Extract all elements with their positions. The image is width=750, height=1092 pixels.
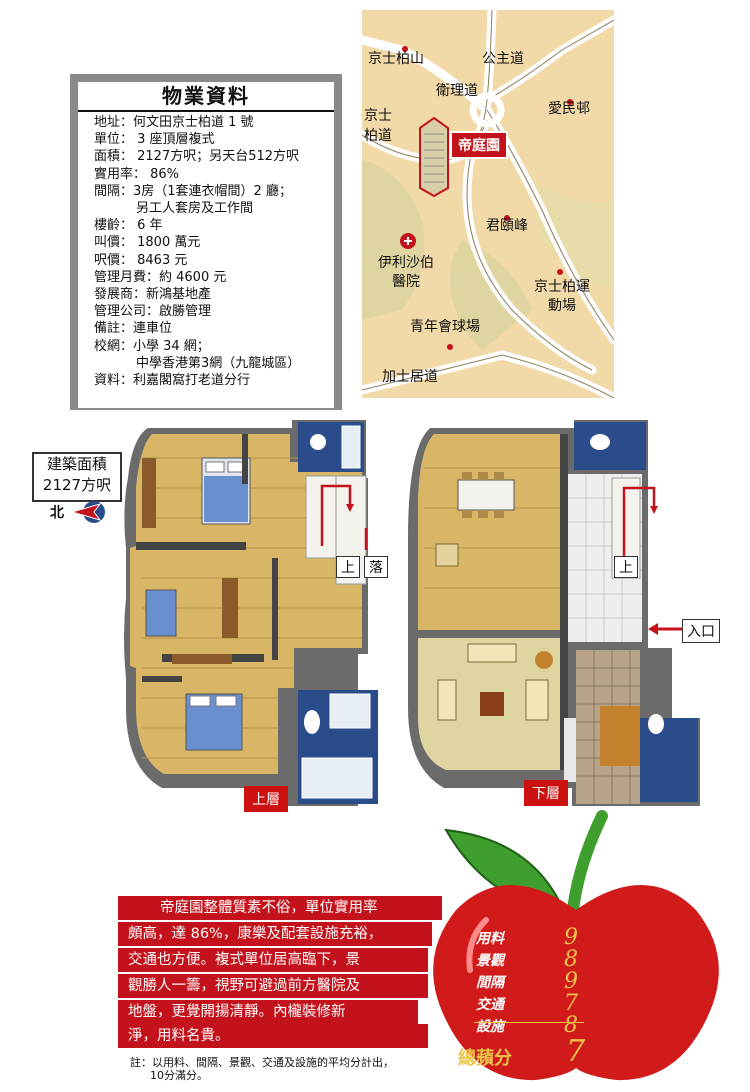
score-divider: [474, 1022, 584, 1023]
review-line: 頗高，達 86%，康樂及配套設施充裕，: [118, 922, 432, 946]
info-school-net-cont: 中學香港第3網（九龍城區）: [136, 355, 301, 371]
apple-score-icon: [433, 810, 719, 1081]
score-list: 用料 9 景觀 8 間隔 9 交通 7 設施 8: [476, 925, 606, 1040]
score-value: 9: [564, 925, 578, 950]
score-note-line1: 註：以用料、間隔、景觀、交通及設施的平均分計出，: [130, 1056, 394, 1069]
info-title: 物業資料: [78, 82, 334, 112]
info-unit: 單位： 3 座頂層複式: [94, 132, 215, 148]
map-graphic: [357, 5, 619, 403]
score-note-line2: 10分滿分。: [150, 1069, 208, 1082]
score-row: 用料 9: [476, 925, 596, 952]
info-price: 叫價： 1800 萬元: [94, 235, 201, 251]
gross-area-line2: 2127方呎: [42, 476, 112, 494]
score-value: 7: [564, 991, 578, 1016]
upper-stairs-down-label: 落: [364, 556, 388, 578]
entrance-arrow-icon: [648, 623, 682, 635]
location-map: 京士柏山 公主道 衛理道 京士柏道 帝庭園 愛民邨 君頤峰 伊利沙伯醫院 京士柏…: [357, 5, 619, 403]
map-label-sports-ground: 京士柏運動場: [534, 279, 590, 314]
score-label: 間隔: [476, 975, 504, 991]
info-area: 面積： 2127方呎；另天台512方呎: [94, 149, 300, 165]
info-developer: 發展商：新鴻基地產: [94, 287, 212, 303]
map-label-princess-road: 公主道: [482, 51, 524, 67]
score-note: 註：以用料、間隔、景觀、交通及設施的平均分計出， 10分滿分。: [130, 1056, 460, 1082]
info-address: 地址：何文田京士柏道 1 號: [94, 115, 254, 130]
score-label: 交通: [476, 997, 504, 1013]
info-school-net: 校網：小學 34 網；: [94, 338, 210, 354]
review-line: 淨，用料名貴。: [118, 1024, 428, 1048]
north-arrow-icon: [70, 501, 105, 523]
review-line: 帝庭園整體質素不俗，單位實用率: [118, 896, 442, 920]
map-label-oi-man: 愛民邨: [548, 101, 590, 117]
total-score-label: 總蘋分: [458, 1048, 512, 1069]
score-value: 9: [564, 969, 578, 994]
lower-floor-tag: 下層: [524, 780, 568, 806]
score-value: 8: [564, 947, 578, 972]
info-remark: 備註：連車位: [94, 321, 173, 337]
info-price-per-ft: 呎價： 8463 元: [94, 252, 188, 268]
map-label-estate: 帝庭園: [450, 131, 508, 159]
review-line: 交通也方便。複式單位居高臨下，景: [118, 948, 428, 972]
info-layout: 間隔：3房（1套連衣帽間）2 廳；: [94, 183, 292, 199]
upper-floor-tag: 上層: [244, 786, 288, 812]
info-management-co: 管理公司：啟勝管理: [94, 304, 212, 320]
info-efficiency: 實用率： 86%: [94, 166, 180, 182]
lower-stairs-up-label: 上: [614, 556, 638, 578]
score-label: 設施: [476, 1019, 504, 1035]
map-label-king-park-road: 京士柏道: [364, 108, 392, 144]
total-score-value: 7: [566, 1034, 586, 1069]
upper-floor-plan: [124, 420, 378, 806]
score-label: 用料: [476, 931, 504, 947]
info-source: 資料：利嘉閣窩打老道分行: [94, 373, 251, 389]
info-layout-cont: 另工人套房及工作間: [136, 201, 254, 217]
north-label: 北: [50, 505, 64, 521]
score-row: 景觀 8: [476, 947, 596, 974]
map-label-ymca-pitch: 青年會球場: [410, 319, 480, 335]
info-list: 地址：何文田京士柏道 1 號 單位： 3 座頂層複式 面積： 2127方呎；另天…: [94, 114, 334, 389]
score-label: 景觀: [476, 953, 504, 969]
map-label-wylie-road: 衛理道: [436, 83, 478, 99]
map-label-kwan-yik: 君頤峰: [486, 218, 528, 234]
gross-area-line1: 建築面積: [46, 455, 107, 473]
info-management-fee: 管理月費：約 4600 元: [94, 269, 227, 285]
entrance-label: 入口: [682, 619, 720, 643]
gross-area-label: 建築面積 2127方呎: [32, 452, 122, 502]
score-row: 設施 8: [476, 1013, 596, 1040]
review-line: 地盤，更覺開揚清靜。內櫳裝修新: [118, 1000, 418, 1024]
map-label-gascoigne-road: 加士居道: [382, 369, 438, 385]
map-label-king-park-hill: 京士柏山: [368, 51, 424, 67]
score-row: 間隔 9: [476, 969, 596, 996]
info-panel: [78, 82, 334, 408]
review-line: 觀勝人一籌，視野可避過前方醫院及: [118, 974, 428, 998]
score-row: 交通 7: [476, 991, 596, 1018]
score-value: 8: [564, 1013, 578, 1038]
map-label-hospital: 伊利沙伯醫院: [378, 255, 434, 290]
info-age: 樓齡： 6 年: [94, 218, 163, 234]
upper-stairs-up-label: 上: [336, 556, 360, 578]
lower-floor-plan: [408, 420, 700, 806]
review-text: 帝庭園整體質素不俗，單位實用率 頗高，達 86%，康樂及配套設施充裕， 交通也方…: [118, 896, 442, 1048]
